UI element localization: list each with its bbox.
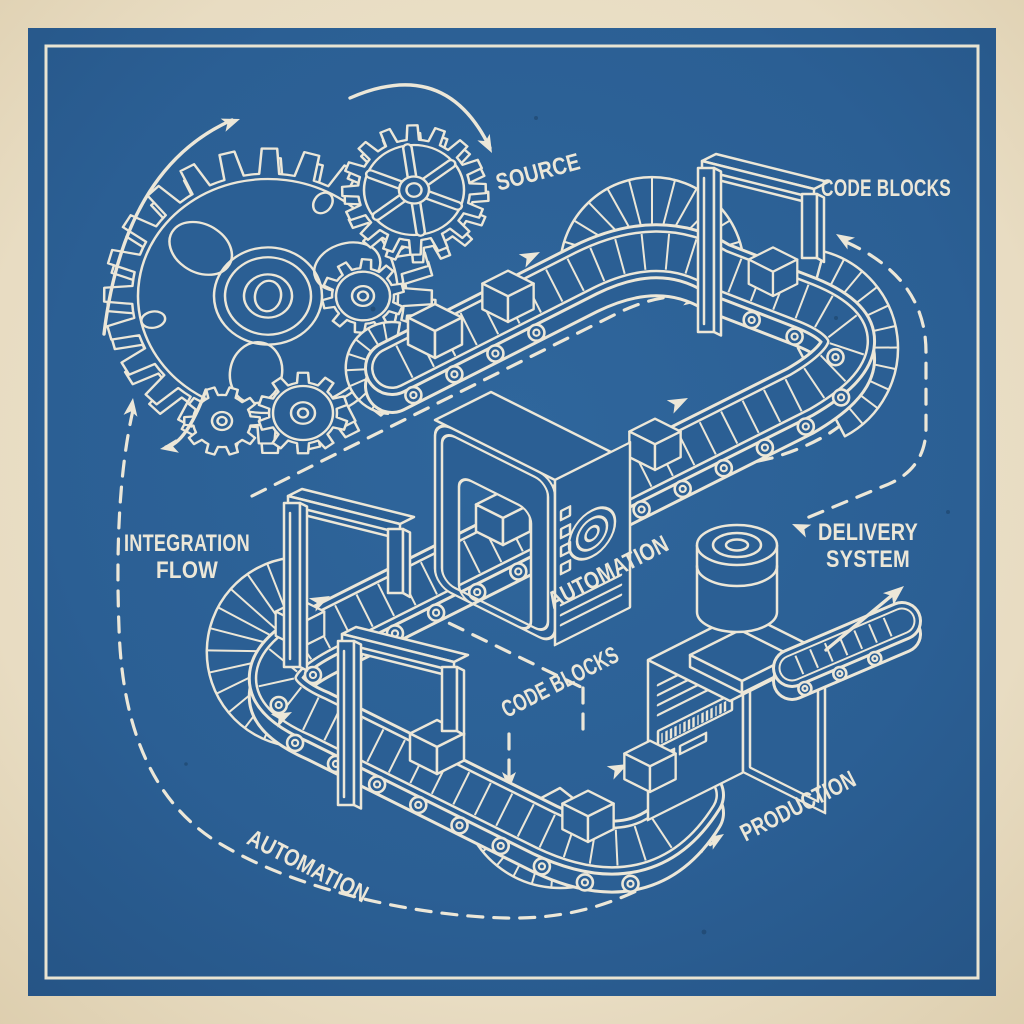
delivery-arrow-icon	[824, 590, 898, 652]
rotation-arrow-icon	[102, 118, 234, 336]
output-conveyor-icon	[792, 579, 909, 697]
label-flow: FLOW	[156, 557, 218, 584]
label-code-blocks-top: CODE BLOCKS	[821, 175, 951, 202]
automation-machine-icon	[433, 390, 632, 647]
small-gear-icon	[182, 386, 262, 456]
code-block-cube-icon	[623, 739, 677, 794]
border-frame	[44, 44, 980, 980]
code-block-cube-icon	[481, 269, 535, 324]
rotation-arrow-icon	[348, 83, 492, 150]
small-gear-icon	[257, 371, 349, 455]
belt-hatching	[794, 617, 893, 675]
conveyor-belt-icon	[205, 175, 900, 892]
code-block-cube-icon	[561, 789, 615, 844]
cylinder-hopper-icon	[695, 523, 779, 634]
flow-dash-center	[424, 610, 585, 784]
medium-gear-icon	[340, 124, 490, 264]
flow-dash-right	[800, 240, 928, 522]
label-integration: INTEGRATION	[124, 530, 250, 557]
label-delivery: DELIVERY	[818, 519, 918, 546]
flow-dash-left-loop	[116, 408, 718, 920]
code-block-cube-icon	[406, 302, 464, 360]
belt-rollers	[797, 650, 883, 697]
label-system: SYSTEM	[826, 546, 910, 573]
barcode-icon	[656, 692, 734, 749]
texture-specks	[184, 116, 950, 935]
code-block-cube-icon	[628, 417, 682, 472]
code-block-cube-icon	[747, 246, 799, 298]
